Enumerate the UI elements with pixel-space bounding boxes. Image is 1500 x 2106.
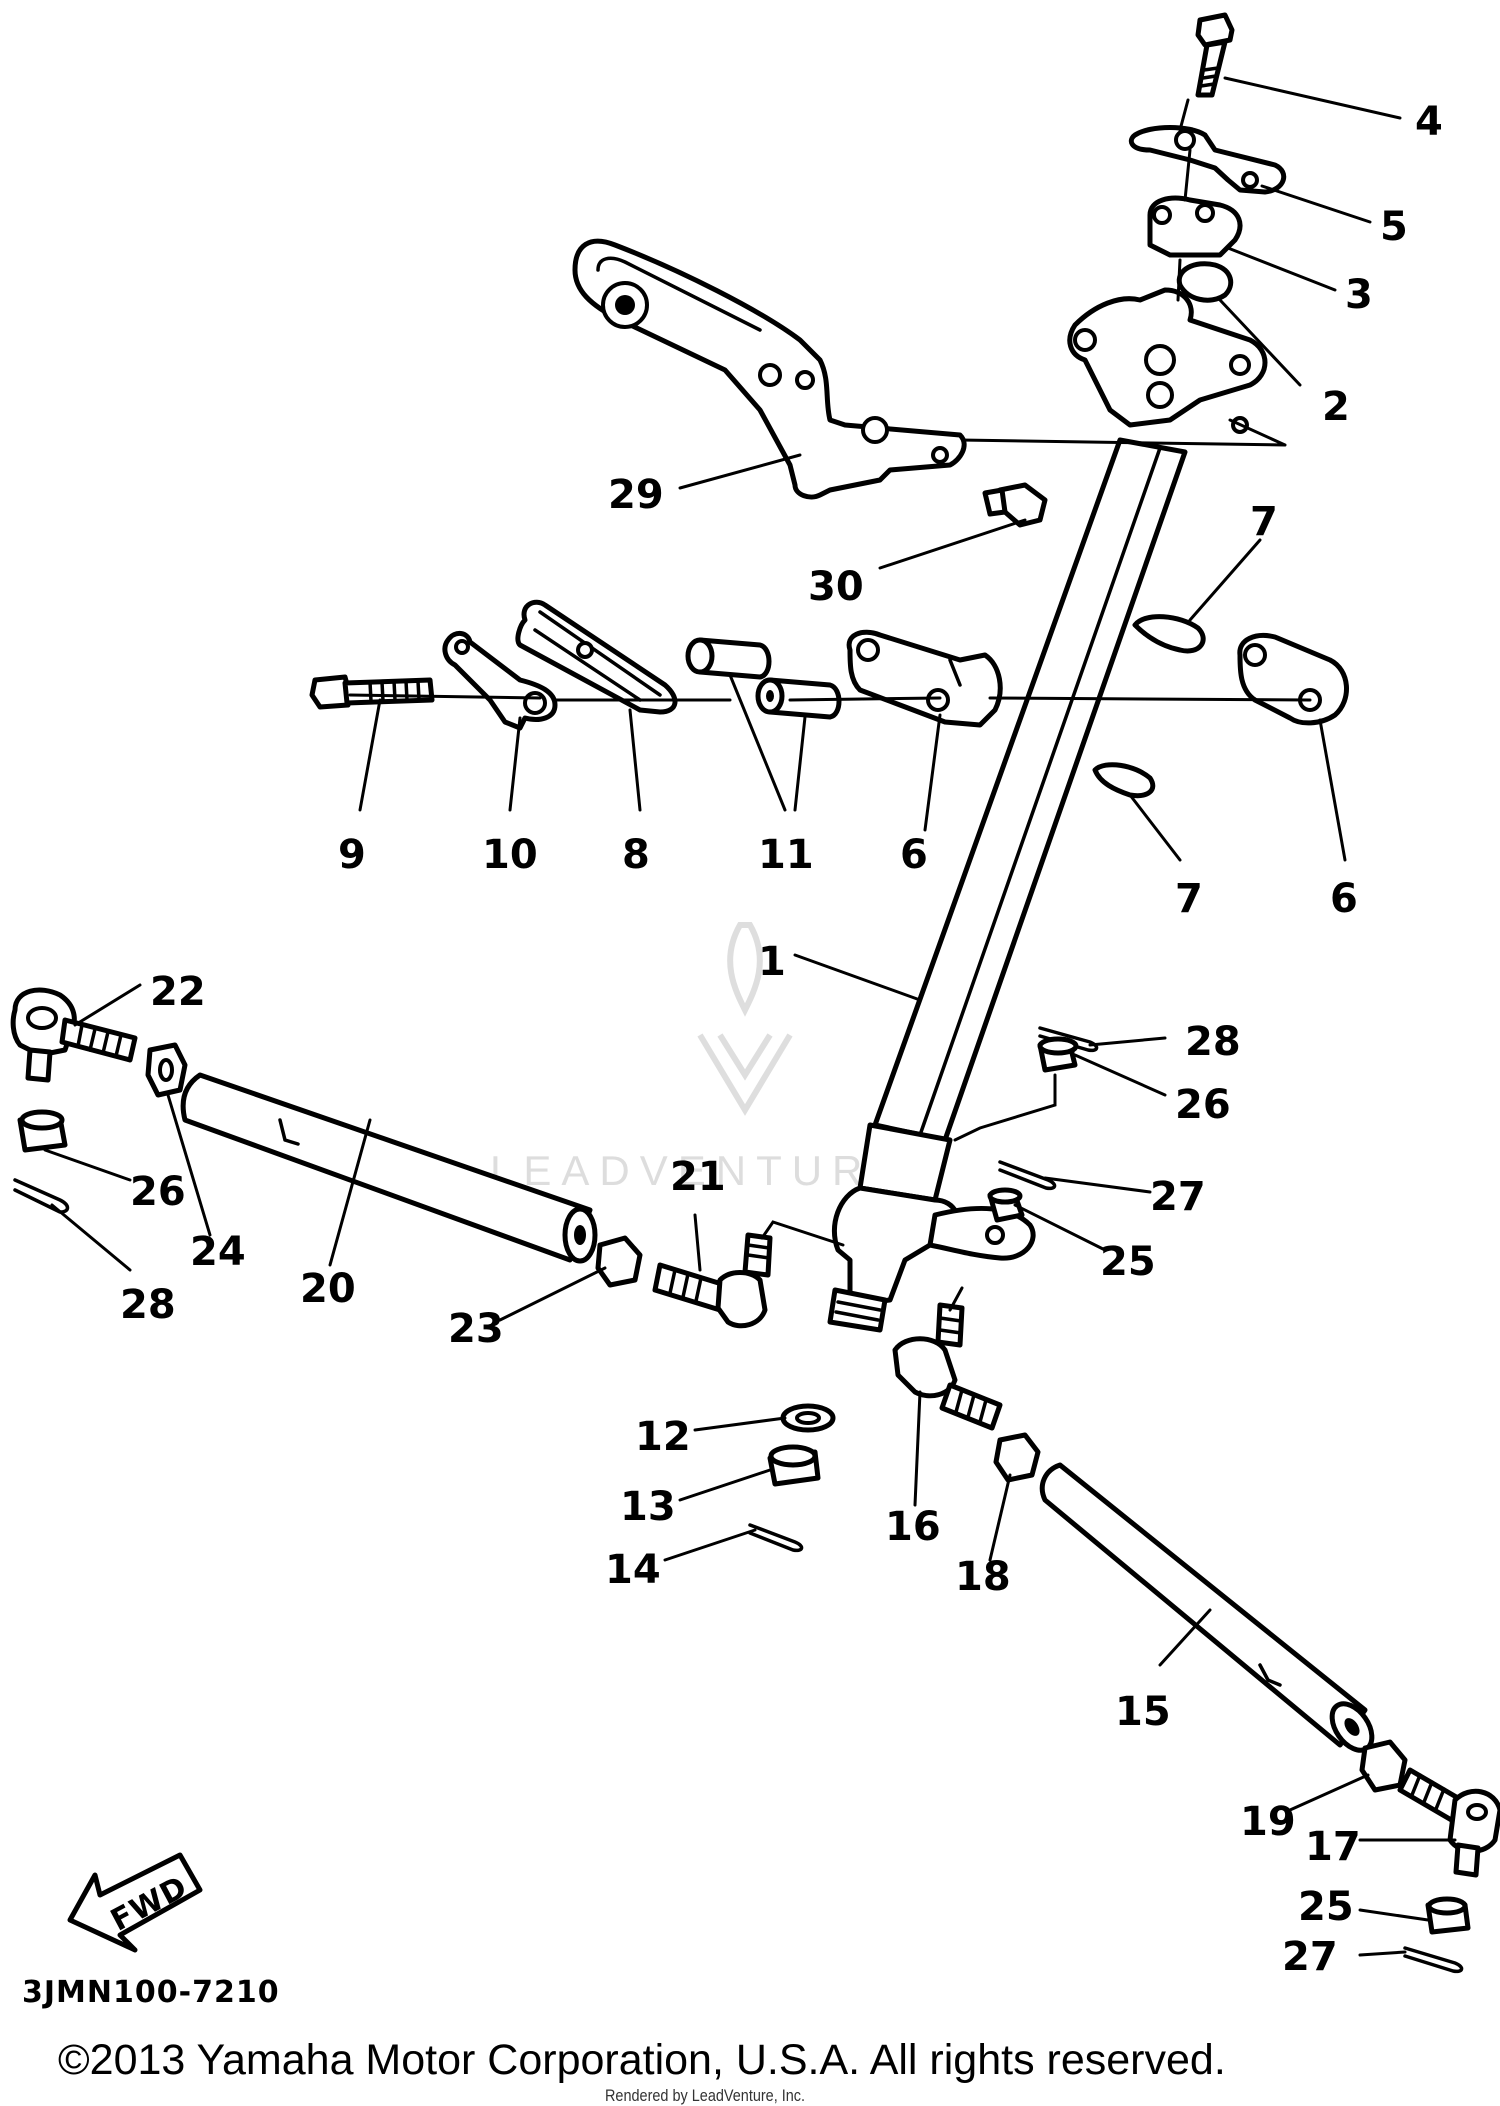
bolt-30 xyxy=(982,482,1048,528)
callout-labels: 4 5 3 2 29 30 7 9 10 8 11 6 7 6 1 22 28 … xyxy=(120,99,1443,1980)
nut-26-left xyxy=(17,1109,68,1153)
callout-27-bottom: 27 xyxy=(1282,1934,1338,1980)
callout-14: 14 xyxy=(605,1547,661,1593)
cotter-pin-27-right xyxy=(998,1160,1057,1191)
nut-23 xyxy=(595,1235,643,1288)
holder-6b xyxy=(1237,633,1349,726)
nut-18 xyxy=(993,1432,1041,1483)
copyright-notice: ©2013 Yamaha Motor Corporation, U.S.A. A… xyxy=(58,2036,1226,2084)
callout-25-right: 25 xyxy=(1100,1239,1156,1285)
cotter-pin-27-bottom xyxy=(1403,1946,1464,1974)
cotter-pin-14 xyxy=(748,1523,804,1553)
callout-20: 20 xyxy=(300,1266,356,1312)
bolt-9 xyxy=(309,674,435,710)
callout-28-right: 28 xyxy=(1185,1019,1241,1065)
upper-bracket xyxy=(1067,261,1268,434)
holder-6a xyxy=(846,629,1003,728)
callout-15: 15 xyxy=(1115,1689,1171,1735)
castle-nut-13 xyxy=(767,1444,821,1487)
callout-10: 10 xyxy=(482,832,538,878)
callout-6a: 6 xyxy=(900,832,928,878)
nut-25-bottom xyxy=(1425,1896,1471,1935)
cotter-pin-28-left xyxy=(13,1178,70,1214)
callout-7b: 7 xyxy=(1175,876,1203,922)
callout-28-left: 28 xyxy=(120,1282,176,1328)
watermark-text: LEADVENTURE xyxy=(490,1147,910,1194)
lock-plate xyxy=(1128,125,1287,195)
callout-18: 18 xyxy=(955,1554,1011,1600)
steering-shaft xyxy=(827,437,1188,1333)
callout-8: 8 xyxy=(622,832,650,878)
callout-13: 13 xyxy=(620,1484,676,1530)
lock-washer-7b xyxy=(1092,762,1156,799)
callout-7a: 7 xyxy=(1250,499,1278,545)
callout-5: 5 xyxy=(1380,204,1408,250)
tie-rod-end-22 xyxy=(10,987,138,1083)
collar-11a xyxy=(685,637,772,680)
callout-3: 3 xyxy=(1345,272,1373,318)
nut-26-right xyxy=(1037,1036,1079,1073)
drawing-code: 3JMN100-7210 xyxy=(22,1975,280,2010)
tie-rod-end-16 xyxy=(892,1302,1003,1431)
callout-4: 4 xyxy=(1415,99,1443,145)
bracket-8 xyxy=(515,599,678,715)
callout-27-right: 27 xyxy=(1150,1174,1206,1220)
callout-6b: 6 xyxy=(1330,876,1358,922)
rendered-by-notice: Rendered by LeadVenture, Inc. xyxy=(605,2086,806,2105)
lock-washer-7a xyxy=(1132,614,1206,654)
callout-16: 16 xyxy=(885,1504,941,1550)
tie-rod-20 xyxy=(180,1072,598,1264)
callout-30: 30 xyxy=(808,564,864,610)
callout-25-bottom: 25 xyxy=(1298,1884,1354,1930)
callout-29: 29 xyxy=(608,472,664,518)
callout-21: 21 xyxy=(670,1154,726,1200)
plate-10 xyxy=(442,631,558,731)
steering-arm xyxy=(572,238,967,500)
cotter-pin-28-right xyxy=(1038,1026,1099,1053)
tie-rod-end-17 xyxy=(1397,1767,1500,1878)
nut-25-right xyxy=(987,1187,1025,1223)
callout-23: 23 xyxy=(448,1306,504,1352)
clamp-cap xyxy=(1147,195,1243,258)
callout-9: 9 xyxy=(338,832,366,878)
tie-rod-15 xyxy=(1039,1462,1375,1753)
callout-19: 19 xyxy=(1240,1799,1296,1845)
callout-22: 22 xyxy=(150,969,206,1015)
locknut-24 xyxy=(145,1042,188,1098)
locknut-19 xyxy=(1359,1739,1408,1793)
tie-rod-end-21 xyxy=(652,1232,773,1329)
callout-2: 2 xyxy=(1322,384,1350,430)
callout-11: 11 xyxy=(758,832,814,878)
callout-26-left: 26 xyxy=(130,1169,186,1215)
fwd-arrow: FWD xyxy=(67,1852,203,1953)
callout-1: 1 xyxy=(758,939,786,985)
callout-17: 17 xyxy=(1305,1824,1361,1870)
callout-26-right: 26 xyxy=(1175,1082,1231,1128)
washer-12 xyxy=(780,1403,836,1433)
callout-12: 12 xyxy=(635,1414,691,1460)
callout-24: 24 xyxy=(190,1229,246,1275)
watermark-logo: LEADVENTURE xyxy=(490,922,910,1194)
bolt-top xyxy=(1195,12,1235,98)
leader-lines xyxy=(43,76,1457,1957)
